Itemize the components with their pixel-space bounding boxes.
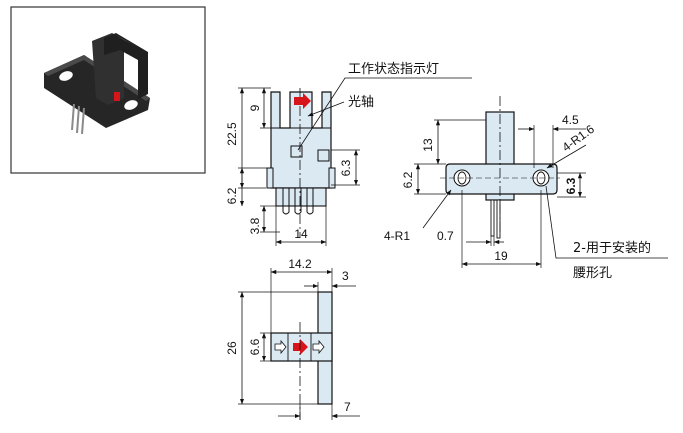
top-dim-14-2: 14.2 — [288, 257, 312, 271]
top-dim-26: 26 — [225, 341, 239, 355]
mount-holes-label-line2: 腰形孔 — [573, 266, 612, 281]
side-dim-13: 13 — [421, 138, 435, 152]
optical-axis-label: 光轴 — [348, 95, 374, 110]
product-photo — [10, 6, 206, 174]
side-dim-6-3: 6.3 — [564, 177, 578, 194]
outline-arrow-icon — [274, 339, 287, 355]
top-view: 14.2 3 26 6.6 7 — [225, 257, 360, 420]
front-dim-22-5: 22.5 — [225, 122, 239, 146]
side-dim-19: 19 — [494, 249, 508, 263]
red-arrow-icon — [293, 339, 308, 355]
side-dim-0-7: 0.7 — [437, 229, 454, 243]
front-dim-9: 9 — [248, 104, 262, 111]
sensor-photo-shape — [44, 33, 150, 135]
front-dim-3-8: 3.8 — [248, 217, 262, 234]
front-dim-6-3: 6.3 — [339, 159, 353, 176]
outline-arrow-icon — [312, 339, 325, 355]
mount-holes-label-line1: 2-用于安装的 — [573, 240, 651, 256]
side-dim-4-5: 4.5 — [562, 113, 579, 127]
top-dim-3: 3 — [342, 269, 349, 283]
top-dim-7: 7 — [344, 400, 351, 414]
side-view: 13 6.2 4.5 4-R1.6 6.3 4-R1 0.7 19 — [384, 96, 668, 281]
indicator-label: 工作状态指示灯 — [348, 62, 439, 77]
front-dim-6-2: 6.2 — [225, 187, 239, 204]
top-dim-6-6: 6.6 — [248, 338, 262, 355]
side-dim-6-2: 6.2 — [401, 171, 415, 188]
front-view: 22.5 9 6.3 6.2 3.8 14 工作状态指示灯 光轴 — [225, 62, 472, 246]
radius-r1-label: 4-R1 — [384, 229, 410, 243]
red-arrow-icon — [294, 93, 311, 109]
front-dim-14: 14 — [294, 227, 308, 241]
